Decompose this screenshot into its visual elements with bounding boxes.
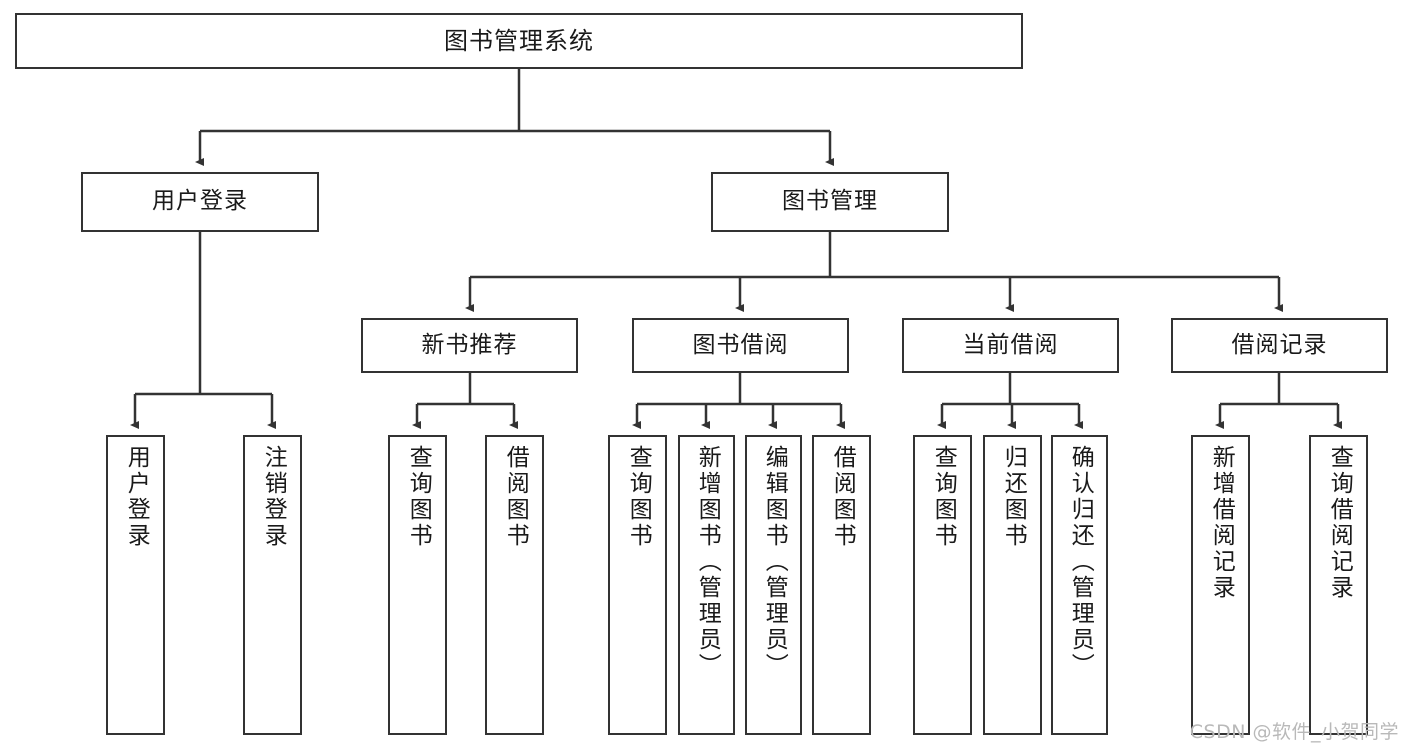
node-level2-user-login[interactable]: 用户登录: [81, 172, 319, 232]
node-level3-book-borrow[interactable]: 图书借阅: [632, 318, 849, 373]
node-label: 图书管理: [782, 188, 878, 215]
node-leaf-edit-book-admin[interactable]: 编辑图书（管理员）: [745, 435, 802, 735]
node-leaf-borrow-books[interactable]: 借阅图书: [812, 435, 871, 735]
node-leaf-query-books-current[interactable]: 查询图书: [913, 435, 972, 735]
node-label: 注销登录: [260, 445, 287, 549]
node-label: 编辑图书（管理员）: [761, 445, 788, 679]
node-leaf-query-books-borrow[interactable]: 查询图书: [608, 435, 667, 735]
node-leaf-borrow-books-recommend[interactable]: 借阅图书: [485, 435, 544, 735]
node-label: 借阅图书: [829, 445, 856, 549]
node-label: 新增借阅记录: [1208, 445, 1235, 601]
node-label: 查询图书: [930, 445, 957, 549]
node-label: 当前借阅: [962, 331, 1059, 358]
node-leaf-query-borrow-record[interactable]: 查询借阅记录: [1309, 435, 1368, 735]
node-label: 借阅图书: [502, 445, 529, 549]
node-level3-new-book-recommend[interactable]: 新书推荐: [361, 318, 578, 373]
node-leaf-add-borrow-record[interactable]: 新增借阅记录: [1191, 435, 1250, 735]
node-level2-book-management[interactable]: 图书管理: [711, 172, 949, 232]
node-label: 归还图书: [1000, 445, 1027, 549]
node-label: 查询图书: [625, 445, 652, 549]
node-leaf-add-book-admin[interactable]: 新增图书（管理员）: [678, 435, 735, 735]
node-label: 查询借阅记录: [1326, 445, 1353, 601]
node-label: 查询图书: [405, 445, 432, 549]
node-root-label: 图书管理系统: [444, 26, 594, 55]
node-level3-borrow-records[interactable]: 借阅记录: [1171, 318, 1388, 373]
node-label: 新书推荐: [421, 331, 518, 358]
node-leaf-user-login[interactable]: 用户登录: [106, 435, 165, 735]
node-label: 用户登录: [123, 445, 150, 549]
node-root[interactable]: 图书管理系统: [15, 13, 1023, 69]
node-label: 用户登录: [152, 188, 248, 215]
node-label: 图书借阅: [692, 331, 789, 358]
node-label: 借阅记录: [1231, 331, 1328, 358]
node-leaf-confirm-return-admin[interactable]: 确认归还（管理员）: [1051, 435, 1108, 735]
node-leaf-query-books-recommend[interactable]: 查询图书: [388, 435, 447, 735]
node-leaf-logout[interactable]: 注销登录: [243, 435, 302, 735]
node-level3-current-borrow[interactable]: 当前借阅: [902, 318, 1119, 373]
node-label: 确认归还（管理员）: [1067, 445, 1094, 679]
node-label: 新增图书（管理员）: [694, 445, 721, 679]
node-leaf-return-books[interactable]: 归还图书: [983, 435, 1042, 735]
